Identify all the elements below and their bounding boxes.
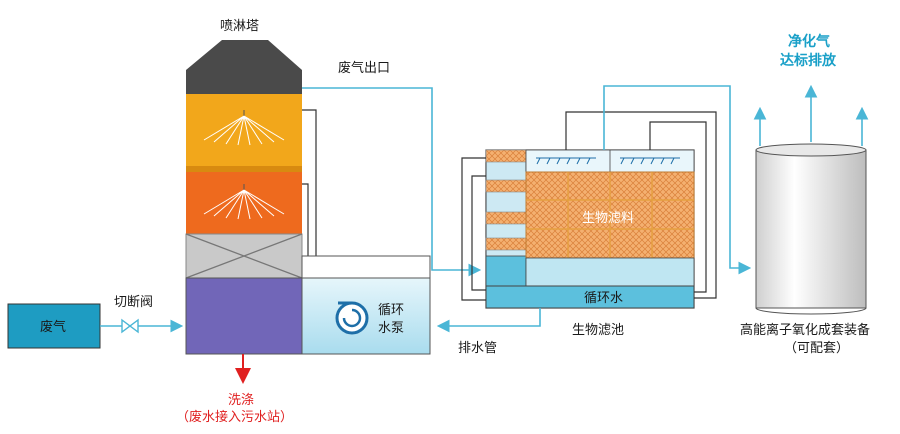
- spray-nozzle-icon: [203, 184, 285, 220]
- circulation-tank: [301, 255, 431, 355]
- drain-pipe: [436, 308, 541, 333]
- scrubber-tower: [185, 40, 303, 355]
- shutoff-valve-label: 切断阀: [114, 295, 153, 310]
- bio-filter-tank: [485, 149, 695, 309]
- tower-water-line: [302, 183, 309, 258]
- tower-spray-section-1: [186, 94, 302, 166]
- wash-label-line1: 洗涤: [228, 393, 254, 408]
- circulating-water-label: 循环水: [584, 291, 623, 306]
- purified-gas-label-line2: 达标排放: [780, 52, 837, 69]
- spray-nozzle-icon: [536, 157, 680, 165]
- pump-icon: [335, 301, 369, 335]
- ion-device-label-line2: （可配套）: [784, 340, 849, 356]
- recirculation-line: [461, 157, 486, 301]
- ion-device-label-line1: 高能离子氧化成套装备: [740, 322, 870, 338]
- pump-label-line1: 循环: [378, 303, 404, 318]
- tower-spray-section-2: [186, 172, 302, 234]
- pump-label-line2: 水泵: [378, 321, 404, 336]
- purified-gas-label-line1: 净化气: [788, 33, 830, 50]
- exhaust-pipe: [302, 87, 482, 277]
- bio-filter-tank-label: 生物滤池: [572, 323, 624, 338]
- recirculation-line: [471, 175, 486, 291]
- tower-separator-1: [186, 166, 302, 172]
- recirculation-line: [649, 121, 707, 293]
- circulating-water-band: [485, 285, 695, 309]
- wash-label-line2: （废水接入污水站）: [176, 409, 293, 425]
- waste-gas-box: [7, 303, 101, 349]
- spray-nozzle-icon: [203, 110, 285, 146]
- scrubber-tower-label: 喷淋塔: [220, 19, 259, 34]
- tower-sump-section: [185, 277, 303, 355]
- drain-pipe-label: 排水管: [458, 341, 497, 356]
- packing-cross-icon: [185, 233, 303, 279]
- tower-water-line: [302, 109, 317, 258]
- exhaust-outlet-label: 废气出口: [338, 60, 390, 76]
- waste-gas-label: 废气: [40, 319, 66, 335]
- filter-media-label: 生物滤料: [582, 211, 634, 226]
- tower-top-cap: [186, 40, 302, 94]
- recirculation-line: [565, 111, 717, 299]
- ion-oxidation-device: [755, 143, 867, 315]
- shutoff-valve-icon: [121, 318, 139, 334]
- bio-outlet-pipe: [603, 85, 752, 275]
